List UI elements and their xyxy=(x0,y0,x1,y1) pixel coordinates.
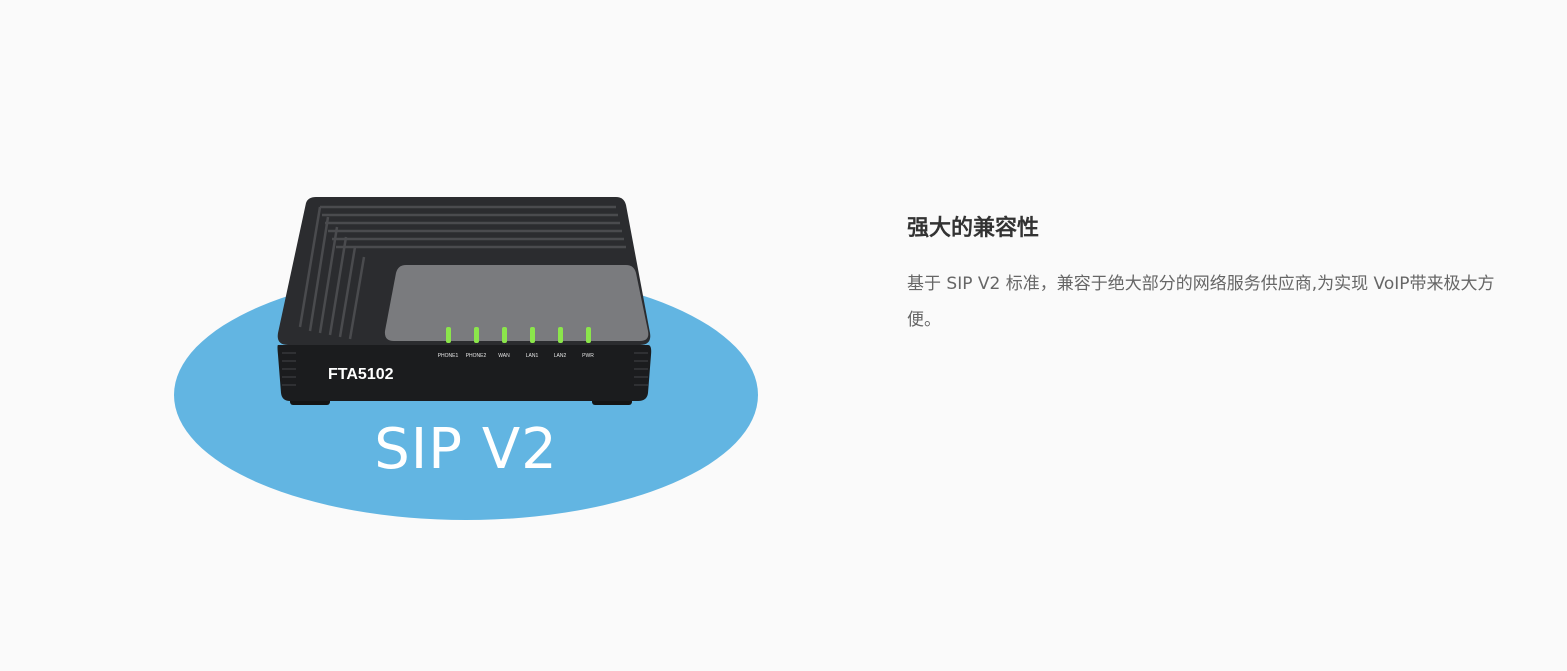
device-leds xyxy=(446,327,591,343)
sip-v2-badge: SIP V2 xyxy=(374,417,558,482)
led-pwr xyxy=(586,327,591,343)
feature-title: 强大的兼容性 xyxy=(907,216,1040,241)
product-illustration: FTA5102 PHONE1 PHONE2 WAN LAN1 LAN2 PWR … xyxy=(170,195,770,525)
device-top-panel xyxy=(384,265,649,341)
device-model-label: FTA5102 xyxy=(328,366,394,383)
device-ridges xyxy=(298,205,626,340)
led-label-pwr: PWR xyxy=(582,353,594,359)
led-lan2 xyxy=(558,327,563,343)
led-label-phone2: PHONE2 xyxy=(466,353,487,359)
led-label-lan1: LAN1 xyxy=(526,353,539,359)
led-wan xyxy=(502,327,507,343)
feature-description: 基于 SIP V2 标准，兼容于绝大部分的网络服务供应商,为实现 VoIP带来极… xyxy=(907,274,1495,330)
device-led-labels: PHONE1 PHONE2 WAN LAN1 LAN2 PWR xyxy=(438,353,594,359)
device-vents xyxy=(282,352,648,386)
device-front xyxy=(277,345,652,401)
led-label-phone1: PHONE1 xyxy=(438,353,459,359)
led-label-lan2: LAN2 xyxy=(554,353,567,359)
led-label-wan: WAN xyxy=(498,353,510,359)
led-phone1 xyxy=(446,327,451,343)
product-svg: FTA5102 PHONE1 PHONE2 WAN LAN1 LAN2 PWR xyxy=(174,197,758,520)
led-lan1 xyxy=(530,327,535,343)
led-phone2 xyxy=(474,327,479,343)
feature-text-block: 强大的兼容性 基于 SIP V2 标准，兼容于绝大部分的网络服务供应商,为实现 … xyxy=(907,212,1527,338)
